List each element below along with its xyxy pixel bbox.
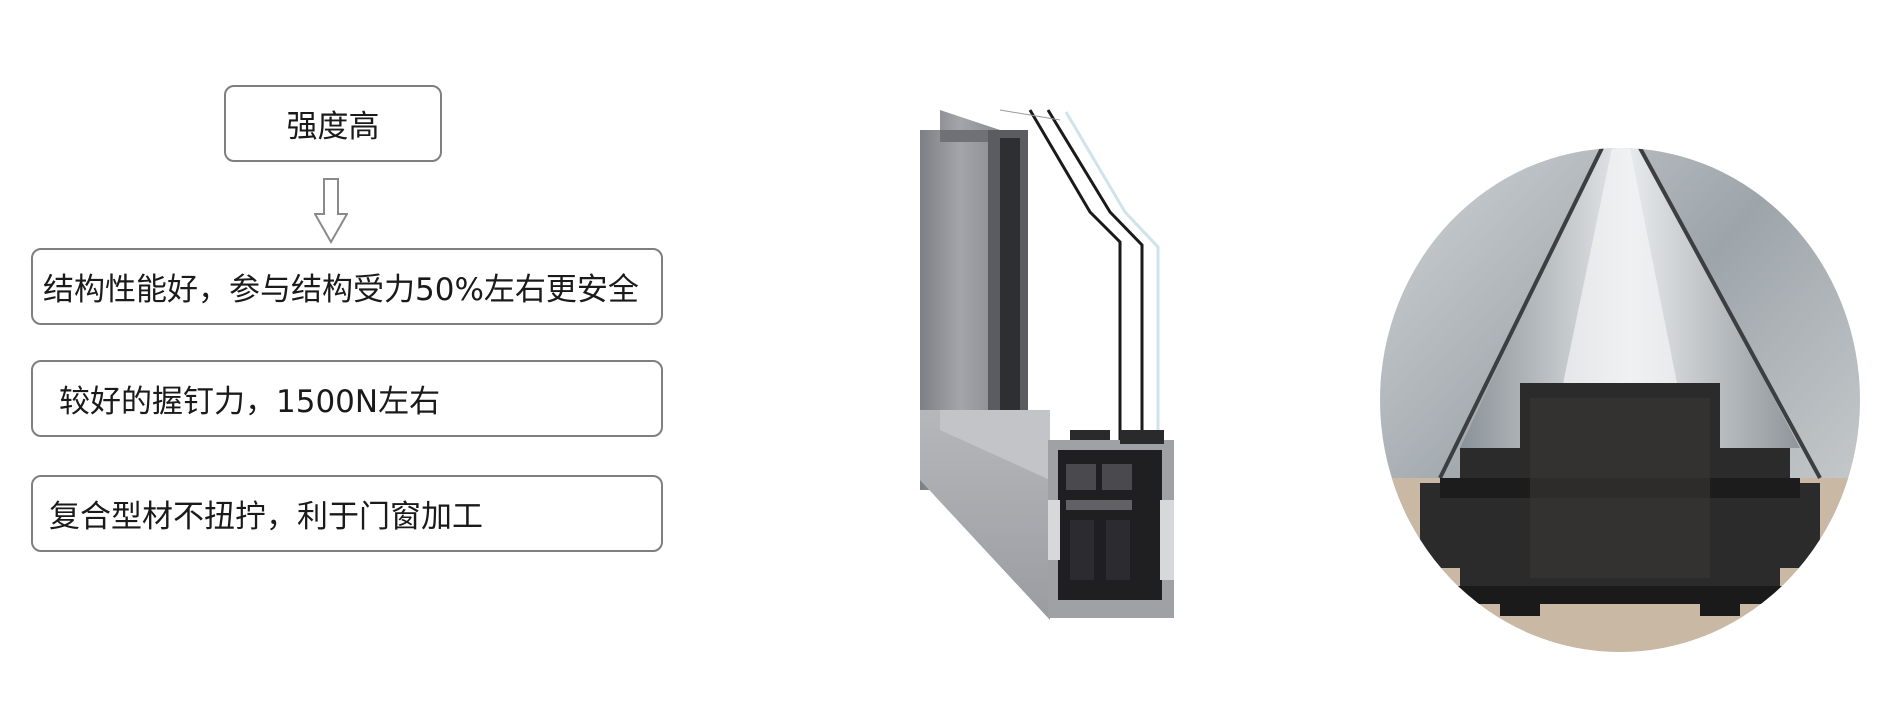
composite-profile-core-photo [1380,148,1860,652]
feature-item-label: 较好的握钉力，1500N左右 [59,384,441,420]
feature-box-processing: 复合型材不扭拧，利于门窗加工 [31,475,663,552]
feature-title: 强度高 [286,109,380,145]
feature-box-nail-holding: 较好的握钉力，1500N左右 [31,360,663,437]
window-frame-cross-section-image [920,109,1174,620]
feature-item-label: 结构性能好，参与结构受力50%左右更安全 [43,272,639,308]
feature-title-box: 强度高 [224,85,442,162]
down-arrow-icon [314,178,348,244]
feature-item-label: 复合型材不扭拧，利于门窗加工 [49,499,483,535]
feature-box-structure: 结构性能好，参与结构受力50%左右更安全 [31,248,663,325]
